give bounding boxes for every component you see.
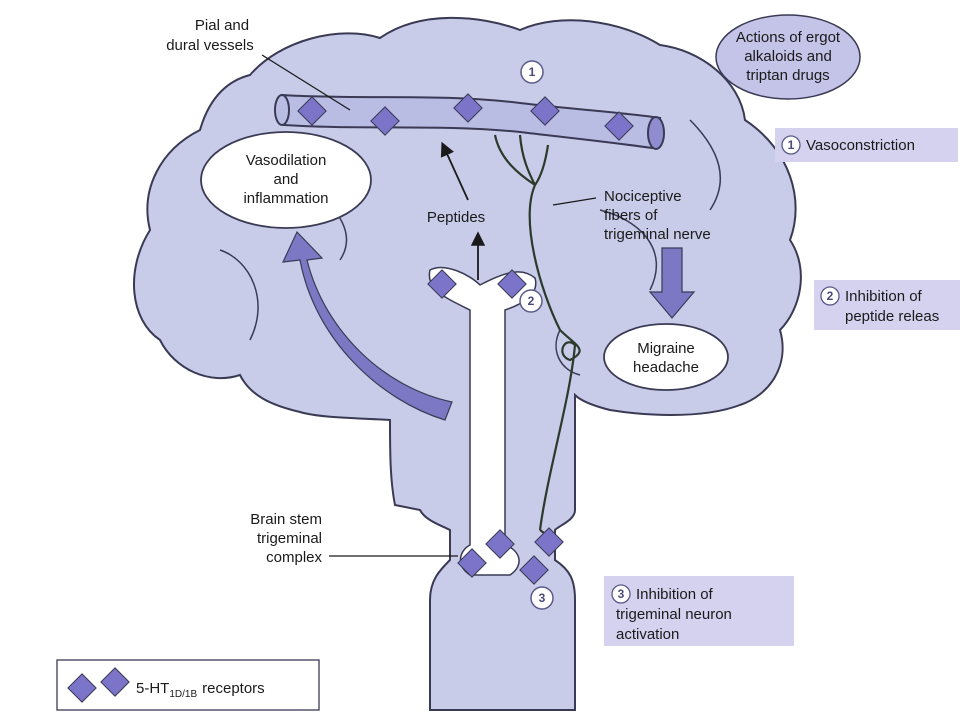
- receptor: [530, 96, 560, 126]
- action-text-3: trigeminal neuron: [616, 606, 732, 623]
- vessel-label: Pial and: [195, 17, 249, 34]
- nociceptive-label: trigeminal nerve: [604, 226, 711, 243]
- receptor-diamonds: [297, 93, 634, 585]
- action-text-2: peptide releas: [845, 308, 939, 325]
- title-line: triptan drugs: [746, 67, 829, 84]
- legend-suffix: receptors: [202, 680, 265, 697]
- migraine-oval: [603, 323, 729, 391]
- vasodilation-label: inflammation: [243, 190, 328, 207]
- receptor: [370, 106, 400, 136]
- vessel-opening: [647, 116, 665, 150]
- action-num-3-circle: [611, 584, 631, 604]
- nerve-branch: [534, 144, 550, 186]
- action-box-1: [775, 128, 958, 162]
- peptides-label: Peptides: [427, 209, 485, 226]
- nerve-branch: [518, 134, 536, 186]
- action-box-2: [814, 280, 960, 330]
- brainstem-label: complex: [266, 549, 322, 566]
- receptor: [297, 96, 327, 126]
- vasodilation-oval: [200, 131, 372, 229]
- legend-label: 5-HT1D/1B receptors: [136, 680, 265, 700]
- sulcus-line: [555, 329, 581, 376]
- legend-receptor: [67, 673, 97, 703]
- nociceptive-label: Nociceptive: [604, 188, 682, 205]
- action-num-1-circle: [781, 135, 801, 155]
- nociceptive-label: fibers of: [604, 207, 658, 224]
- action-num-2: 2: [827, 289, 834, 303]
- legend-prefix: 5-HT: [136, 680, 169, 697]
- brainstem-label: Brain stem: [250, 511, 322, 528]
- action-text-3: activation: [616, 626, 679, 643]
- sulcus-line: [219, 249, 259, 341]
- receptor: [485, 529, 515, 559]
- action-text-2: Inhibition of: [845, 288, 923, 305]
- migraine-label: headache: [633, 359, 699, 376]
- marker-1: 1: [520, 60, 544, 84]
- vessel-leader: [261, 54, 351, 111]
- action-num-2-circle: [820, 286, 840, 306]
- vessel-end: [274, 94, 290, 126]
- marker-2: 2: [519, 289, 543, 313]
- title-line: alkaloids and: [744, 48, 832, 65]
- receptor: [519, 555, 549, 585]
- marker-3: 3: [530, 586, 554, 610]
- sulcus-line: [599, 209, 657, 291]
- receptor: [534, 527, 564, 557]
- svg-text:3: 3: [539, 591, 546, 605]
- sulcus-line: [689, 119, 722, 211]
- vessel-label: dural vessels: [166, 37, 254, 54]
- nociceptive-leader: [552, 197, 597, 206]
- title-line: Actions of ergot: [736, 29, 841, 46]
- brainstem-label: trigeminal: [257, 530, 322, 547]
- svg-text:1: 1: [529, 65, 536, 79]
- receptor: [427, 269, 457, 299]
- migraine-arrow: [648, 247, 696, 319]
- vasodilation-arrow: [282, 230, 453, 421]
- vasodilation-label: Vasodilation: [246, 152, 327, 169]
- svg-text:2: 2: [528, 294, 535, 308]
- receptor: [497, 269, 527, 299]
- legend-box: [56, 659, 320, 711]
- title-bubble: [715, 14, 861, 100]
- action-num-3: 3: [618, 587, 625, 601]
- legend-subscript: 1D/1B: [169, 689, 197, 700]
- receptor: [453, 93, 483, 123]
- receptor: [604, 111, 634, 141]
- vasodilation-label: and: [273, 171, 298, 188]
- migraine-label: Migraine: [637, 340, 695, 357]
- peptide-arrow: [440, 141, 469, 201]
- action-box-3: [604, 576, 794, 646]
- receptor: [457, 548, 487, 578]
- action-text-1: Vasoconstriction: [806, 137, 915, 154]
- legend-receptor: [100, 667, 130, 697]
- action-text-3: Inhibition of: [636, 586, 714, 603]
- action-num-1: 1: [788, 138, 795, 152]
